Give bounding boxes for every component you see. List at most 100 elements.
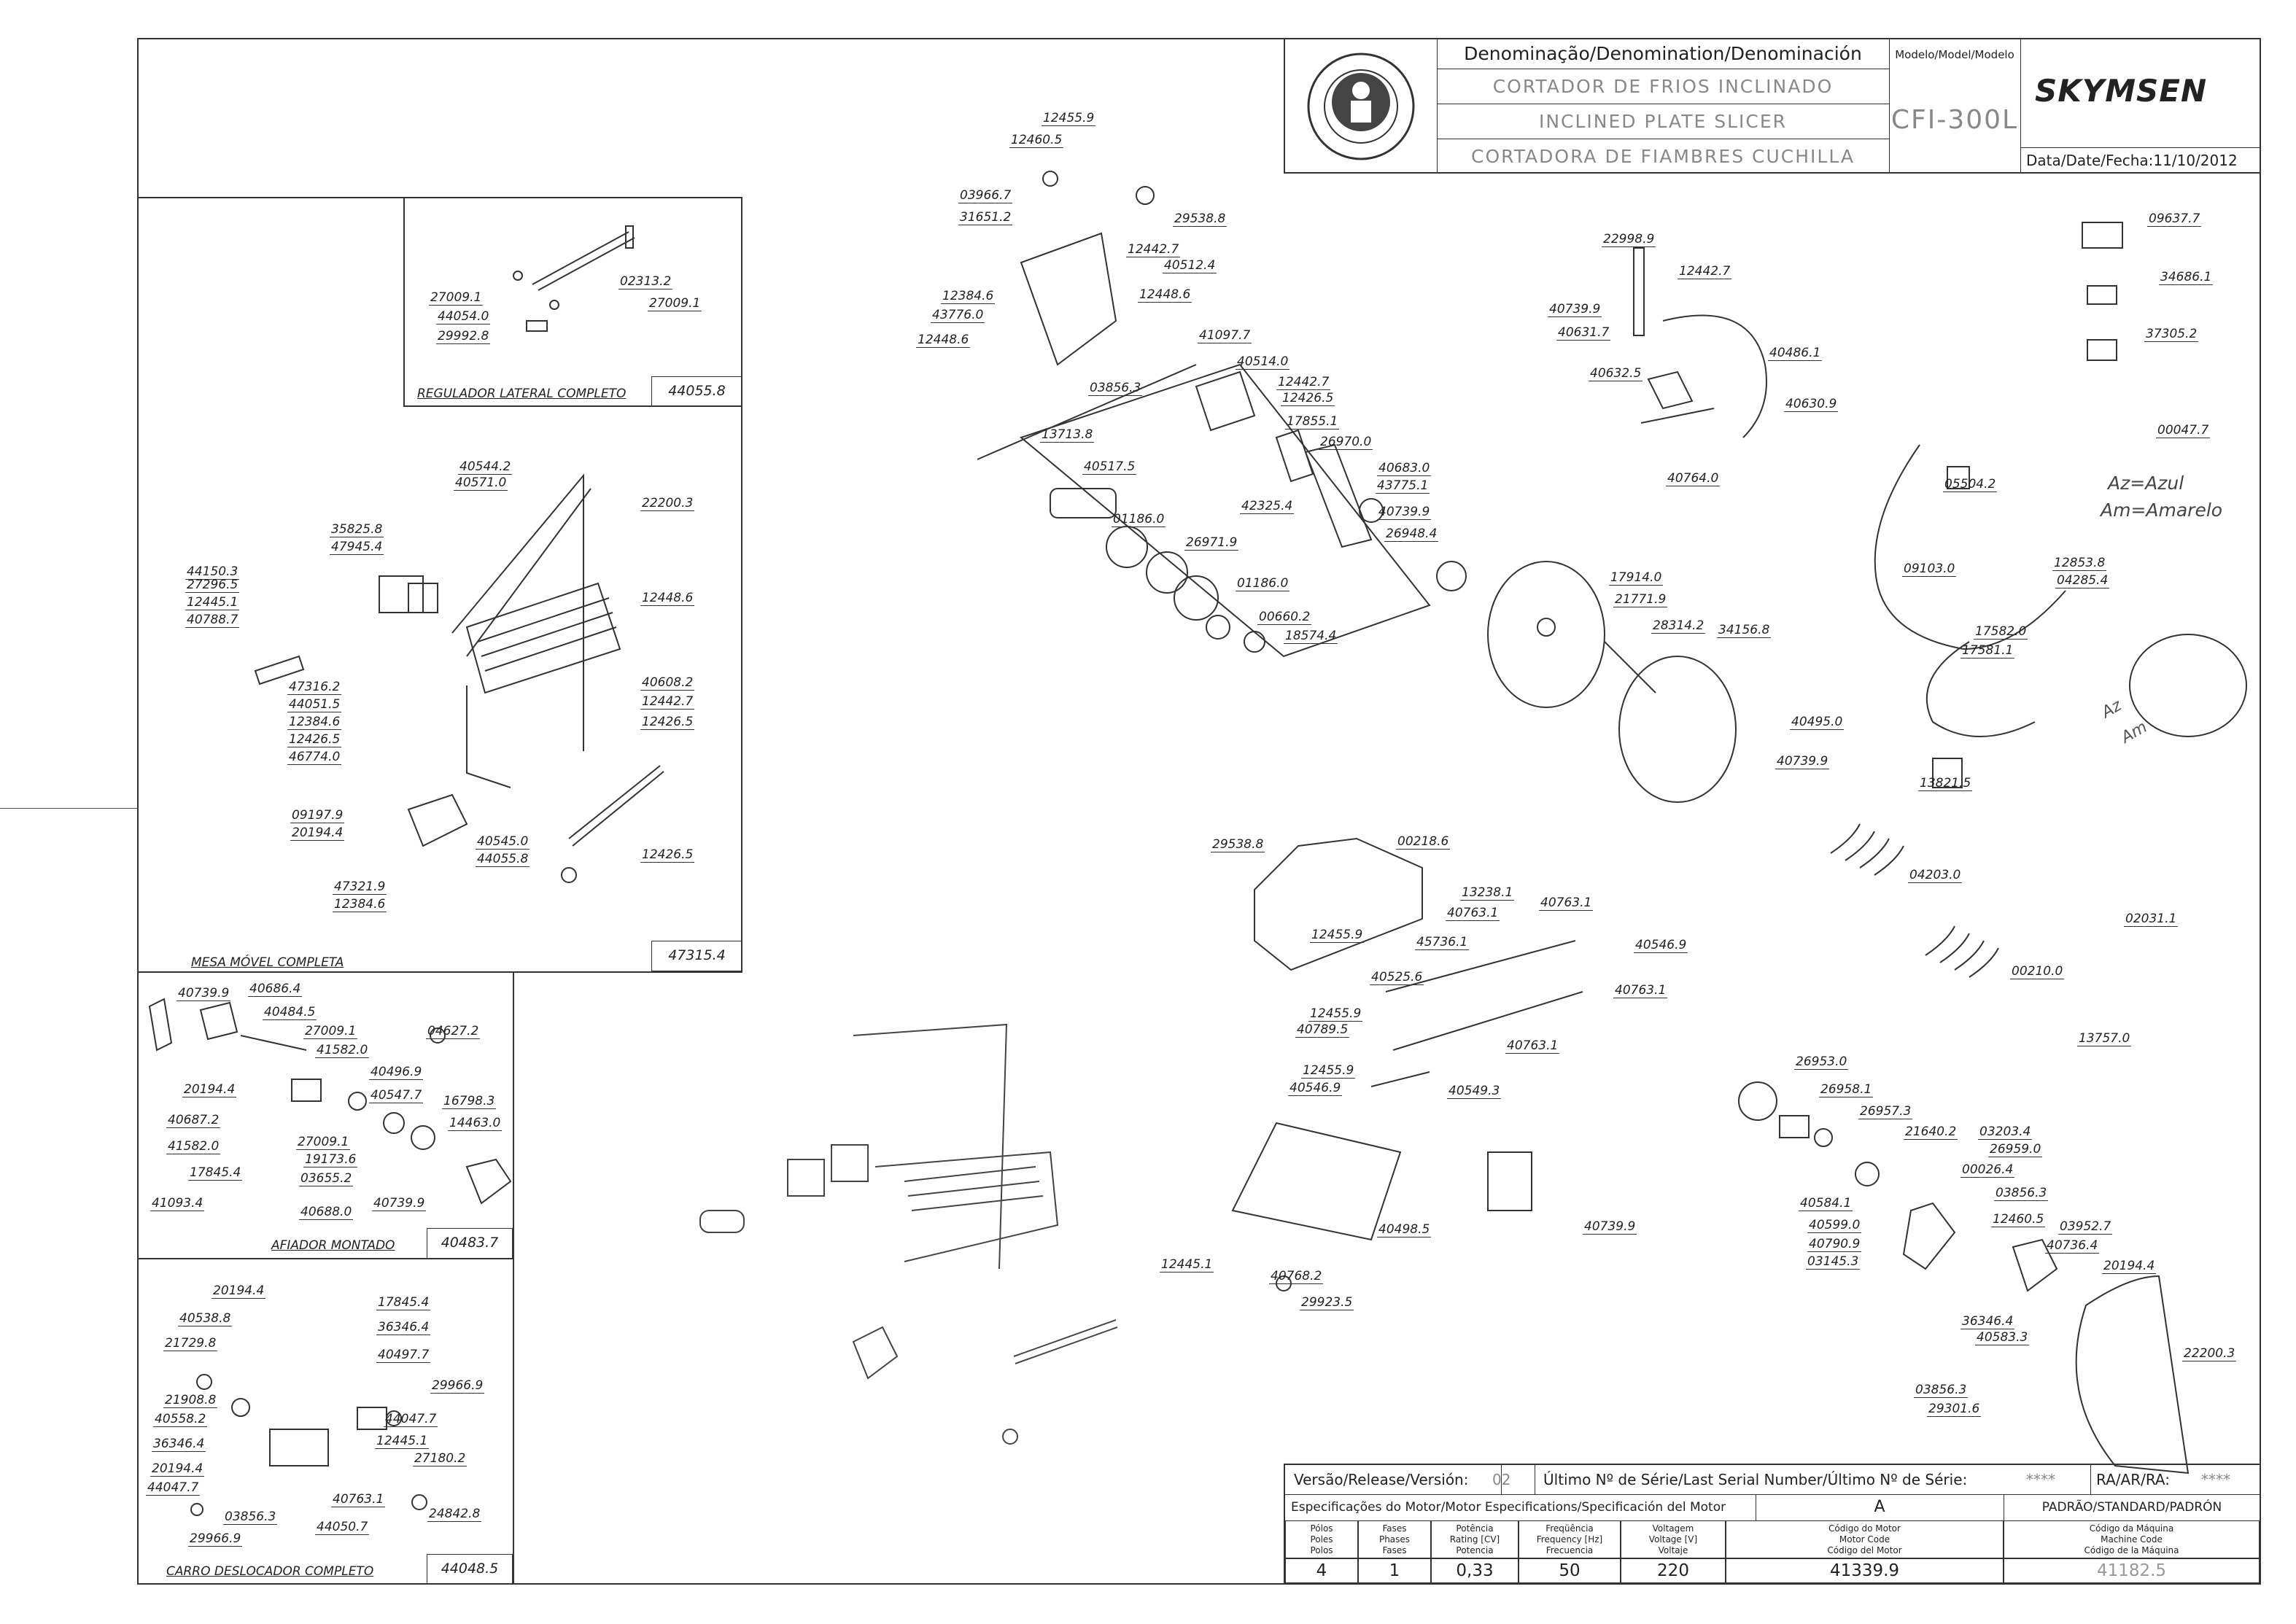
- spec-value-3: 50: [1519, 1558, 1621, 1583]
- margin-fold-mark: [0, 808, 137, 809]
- part-number-label: 40584.1: [1799, 1196, 1853, 1211]
- product-name-pt: CORTADOR DE FRIOS INCLINADO: [1437, 69, 1889, 104]
- part-number-label: 40739.9: [1775, 754, 1830, 769]
- part-number-label: 03856.3: [1994, 1186, 2049, 1201]
- part-number-label: 29538.8: [1211, 837, 1265, 852]
- part-number-label: 43775.1: [1376, 478, 1430, 494]
- part-number-label: 04627.2: [426, 1024, 481, 1039]
- part-number-label: 03856.3: [1914, 1383, 1969, 1398]
- brand-block: SKYMSEN: [2020, 39, 2261, 148]
- part-number-label: 44047.7: [384, 1412, 438, 1427]
- part-number-label: 40599.0: [1807, 1218, 1862, 1233]
- part-number-label: 40683.0: [1377, 461, 1432, 476]
- part-number-label: 34156.8: [1717, 623, 1772, 638]
- product-name-es: CORTADORA DE FIAMBRES CUCHILLA: [1471, 146, 1855, 167]
- part-number-label: 01186.0: [1236, 576, 1290, 591]
- part-number-label: 12455.9: [1301, 1063, 1356, 1079]
- part-number-label: 09103.0: [1902, 562, 1957, 577]
- afiador-code: 40483.7: [427, 1228, 513, 1259]
- part-number-label: 13238.1: [1460, 885, 1515, 901]
- part-number-label: 00026.4: [1960, 1162, 2015, 1178]
- part-number-label: 40525.6: [1370, 970, 1424, 985]
- part-number-label: 40514.0: [1236, 354, 1290, 370]
- product-name-en: INCLINED PLATE SLICER: [1437, 104, 1889, 139]
- spec-header-3: Freqüência Frequency [Hz] Frecuencia: [1519, 1520, 1621, 1558]
- legend-azul: Az=Azul: [2108, 473, 2184, 494]
- part-number-label: 31651.2: [958, 210, 1013, 225]
- part-number-label: 18574.4: [1284, 629, 1338, 644]
- part-number-label: 27180.2: [413, 1451, 468, 1466]
- authorized-service-seal: [1285, 39, 1438, 174]
- part-number-label: 40571.0: [454, 475, 508, 491]
- part-number-label: 40763.1: [331, 1492, 386, 1507]
- spec-value-0: 4: [1285, 1558, 1358, 1583]
- part-number-label: 09637.7: [2147, 211, 2202, 227]
- part-number-label: 12426.5: [287, 732, 342, 747]
- part-number-label: 26970.0: [1319, 435, 1373, 450]
- mesa-title: MESA MÓVEL COMPLETA: [191, 955, 344, 970]
- spec-value-5: 41339.9: [1726, 1558, 2004, 1583]
- part-number-label: 00047.7: [2156, 423, 2211, 438]
- part-number-label: 40688.0: [299, 1205, 354, 1220]
- part-number-label: 40486.1: [1768, 346, 1823, 361]
- release-row: Versão/Release/Versión: 02 Último Nº de …: [1285, 1465, 2260, 1495]
- part-number-label: 12384.6: [941, 289, 996, 304]
- part-number-label: 41093.4: [150, 1196, 205, 1211]
- part-number-label: 40686.4: [248, 982, 303, 997]
- part-number-label: 04285.4: [2055, 573, 2110, 588]
- part-number-label: 12384.6: [333, 897, 387, 912]
- part-number-label: 02313.2: [618, 274, 673, 290]
- part-number-label: 40789.5: [1295, 1022, 1350, 1038]
- part-number-label: 27009.1: [648, 296, 702, 311]
- carro-code: 44048.5: [427, 1554, 513, 1585]
- part-number-label: 12442.7: [1126, 242, 1181, 257]
- spec-value-6: 41182.5: [2004, 1558, 2260, 1583]
- part-number-label: 03856.3: [1088, 381, 1143, 396]
- spec-value-2: 0,33: [1431, 1558, 1519, 1583]
- part-number-label: 41582.0: [166, 1139, 221, 1154]
- regulador-code: 44055.8: [651, 376, 742, 407]
- part-number-label: 12426.5: [1281, 391, 1335, 406]
- part-number-label: 12460.5: [1991, 1212, 2046, 1227]
- part-number-label: 40763.1: [1446, 906, 1500, 921]
- part-number-label: 40545.0: [476, 834, 530, 850]
- part-number-label: 44054.0: [436, 309, 491, 325]
- part-number-label: 22200.3: [640, 496, 695, 511]
- part-number-label: 40583.3: [1975, 1330, 2030, 1345]
- part-number-label: 44050.7: [315, 1520, 370, 1535]
- part-number-label: 12426.5: [640, 715, 695, 730]
- part-number-label: 40763.1: [1539, 895, 1594, 911]
- part-number-label: 40739.9: [1548, 302, 1602, 317]
- part-number-label: 20194.4: [2102, 1259, 2157, 1274]
- part-number-label: 27009.1: [429, 290, 484, 306]
- part-number-label: 40630.9: [1784, 397, 1839, 412]
- part-number-label: 40546.9: [1288, 1081, 1343, 1096]
- part-number-label: 05504.2: [1943, 477, 1998, 492]
- spec-header-5: Código do Motor Motor Code Código del Mo…: [1726, 1520, 2004, 1558]
- part-number-label: 17855.1: [1285, 414, 1340, 430]
- part-number-label: 04203.0: [1908, 868, 1963, 883]
- part-number-label: 09197.9: [290, 808, 345, 823]
- part-number-label: 21729.8: [163, 1336, 218, 1351]
- part-number-label: 34686.1: [2159, 270, 2214, 285]
- part-number-label: 12455.9: [1308, 1006, 1363, 1022]
- part-number-label: 12448.6: [640, 591, 695, 606]
- part-number-label: 45736.1: [1415, 935, 1470, 950]
- part-number-label: 40764.0: [1666, 471, 1721, 486]
- denomination-block: Denominação/Denomination/Denominación CO…: [1437, 39, 1890, 174]
- part-number-label: 26971.9: [1184, 535, 1239, 551]
- part-number-label: 29923.5: [1300, 1295, 1354, 1310]
- part-number-label: 26959.0: [1988, 1142, 2043, 1157]
- part-number-label: 21908.8: [163, 1393, 218, 1408]
- part-number-label: 44055.8: [476, 852, 530, 867]
- part-number-label: 20194.4: [182, 1082, 237, 1097]
- spec-header-2: Potência Rating [CV] Potencia: [1431, 1520, 1519, 1558]
- part-number-label: 17914.0: [1609, 570, 1664, 586]
- part-number-label: 40538.8: [178, 1311, 233, 1326]
- part-number-label: 37305.2: [2144, 327, 2199, 342]
- part-number-label: 40495.0: [1790, 715, 1845, 730]
- part-number-label: 40496.9: [369, 1065, 424, 1080]
- afiador-right-line: [513, 971, 514, 1584]
